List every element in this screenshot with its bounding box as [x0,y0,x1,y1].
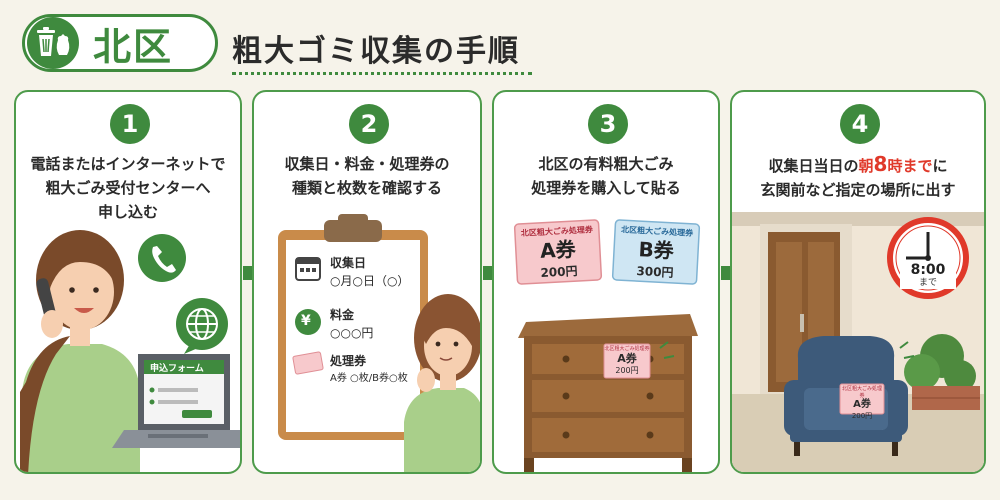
chair-sticker-header: 北区粗大ごみ処理券 [841,386,882,399]
step-number-3: 3 [588,104,628,144]
trash-bag-icon [27,17,79,69]
calendar-icon [295,257,321,281]
step-4-line-2: 玄関前など指定の場所に出す [760,181,956,199]
dresser-illustration [513,219,701,472]
step-2-line-2: 種類と枚数を確認する [291,179,442,197]
checklist-collection-date: 収集日 ○月○日（○） [330,254,409,290]
phone-person-illustration [20,230,240,472]
step-4-hour: 8 [873,152,888,176]
ward-logo-badge: 北区 [22,14,218,72]
fee-value: ○○○円 [330,326,374,340]
step-3-line-2: 処理券を購入して貼る [531,179,681,197]
yen-icon: ¥ [301,313,311,329]
step-card-1: 1 電話またはインターネットで 粗大ごみ受付センターへ 申し込む [14,90,242,474]
ticket-b: 北区粗大ごみ処理券 B券 300円 [613,224,700,282]
chair-sticker: 北区粗大ごみ処理券 A券 200円 [840,385,884,421]
ticket-a: 北区粗大ごみ処理券 A券 200円 [515,224,602,282]
step-4-description: 収集日当日の朝8時までに 玄関前など指定の場所に出す [732,152,984,202]
checklist-fee: 料金 ○○○円 [330,306,373,342]
clipboard-illustration [278,214,480,472]
clock-caption: まで [918,278,937,288]
step-4-line-1-post: に [932,157,948,175]
step-card-4: 4 収集日当日の朝8時までに 玄関前など指定の場所に出す [730,90,986,474]
step-2-line-1: 収集日・料金・処理券の [284,155,450,173]
step-4-morning: 朝 [858,157,874,175]
step-card-2: 2 収集日・料金・処理券の 種類と枚数を確認する ¥ 収集日 [252,90,482,474]
ward-name: 北区 [93,24,174,69]
ticket-label: 処理券 [330,354,367,368]
header: 北区 粗大ゴミ収集の手順 [0,0,1000,86]
step-4-line-1-pre: 収集日当日の [768,157,859,175]
clock-time: 8:00 [910,262,946,278]
collection-date-label: 収集日 [330,256,367,270]
step-3-description: 北区の有料粗大ごみ 処理券を購入して貼る [494,152,718,200]
fee-label: 料金 [330,308,355,322]
step-card-3: 3 北区の有料粗大ごみ 処理券を購入して貼る 北区粗大ごみ処理券 A券 200円… [492,90,720,474]
step-4-line-1: 収集日当日の朝8時までに [732,152,984,178]
step-number-4: 4 [840,104,880,144]
chair-sticker-price: 200円 [851,412,873,420]
application-form-label: 申込フォーム [150,364,204,374]
step-1-line-2: 粗大ごみ受付センターへ [45,179,211,197]
checklist-ticket: 処理券 A券 ○枚/B券○枚 [330,352,408,388]
step-2-description: 収集日・料金・処理券の 種類と枚数を確認する [254,152,480,200]
page-title: 粗大ゴミ収集の手順 [232,34,520,69]
entrance-illustration [732,212,984,472]
title-underline [232,72,532,75]
step-1-description: 電話またはインターネットで 粗大ごみ受付センターへ 申し込む [16,152,240,224]
dresser-sticker: 北区粗大ごみ処理券 A券 200円 [604,345,650,376]
step-3-line-1: 北区の有料粗大ごみ [538,155,674,173]
chair-sticker-type: A券 [853,399,871,410]
dresser-sticker-type: A券 [617,352,637,365]
step-number-1: 1 [110,104,150,144]
clock-label: 8:00 まで [900,262,956,289]
step-1-line-1: 電話またはインターネットで [30,155,226,173]
dresser-sticker-header: 北区粗大ごみ処理券 [604,346,650,352]
ticket-value: A券 ○枚/B券○枚 [330,373,408,384]
step-4-until: 時まで [887,157,933,175]
collection-date-value: ○月○日（○） [330,274,410,288]
step-number-2: 2 [349,104,389,144]
dresser-sticker-price: 200円 [615,366,639,375]
step-1-line-3: 申し込む [97,203,158,221]
